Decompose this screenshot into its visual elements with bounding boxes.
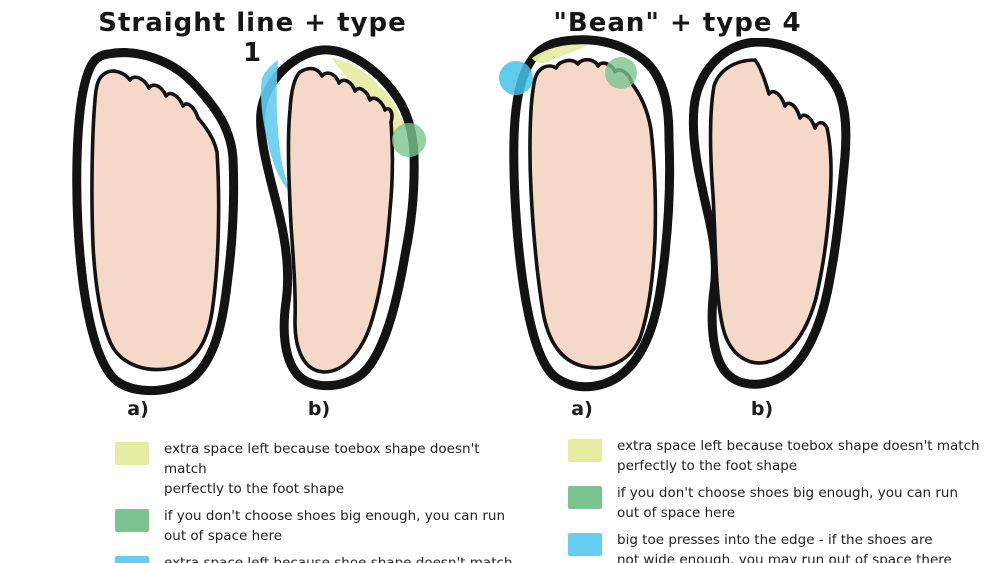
legend-text: if you don't choose shoes big enough, yo… bbox=[164, 508, 506, 544]
legend-bean: extra space left because toebox shape do… bbox=[568, 436, 993, 563]
legend-item: extra space left because shoe shape does… bbox=[115, 553, 525, 563]
legend-text: extra space left because toebox shape do… bbox=[617, 438, 980, 474]
legend-item: extra space left because toebox shape do… bbox=[568, 436, 993, 476]
legend-item: if you don't choose shoes big enough, yo… bbox=[115, 506, 525, 546]
green-swatch-icon bbox=[568, 486, 602, 509]
pressure-point-green bbox=[392, 123, 426, 157]
green-swatch-icon bbox=[115, 509, 149, 532]
foot-diagram-bean-b bbox=[688, 38, 851, 389]
legend-text: big toe presses into the edge - if the s… bbox=[617, 532, 952, 563]
foot-diagram-bean-a bbox=[499, 35, 675, 392]
legend-straight-line: extra space left because toebox shape do… bbox=[115, 439, 525, 563]
legend-text: if you don't choose shoes big enough, yo… bbox=[617, 485, 959, 521]
blue-swatch-icon bbox=[568, 533, 602, 556]
legend-text: extra space left because shoe shape does… bbox=[164, 555, 513, 563]
foot-label-straight-b: b) bbox=[307, 398, 331, 420]
highlight-toebox-gap-yellow bbox=[532, 44, 588, 64]
legend-item: extra space left because toebox shape do… bbox=[115, 439, 525, 499]
legend-item: if you don't choose shoes big enough, yo… bbox=[568, 483, 993, 523]
foot-diagram-straight-a bbox=[72, 48, 239, 396]
foot-diagram-straight-b bbox=[256, 45, 426, 391]
foot-label-bean-b: b) bbox=[750, 398, 774, 420]
pressure-point-green bbox=[605, 57, 637, 89]
section-title-straight-line: Straight line + type 1 bbox=[98, 8, 407, 68]
blue-swatch-icon bbox=[115, 556, 149, 563]
foot-shape bbox=[708, 58, 833, 365]
pressure-point-blue bbox=[499, 61, 533, 95]
highlight-extra-space-blue bbox=[260, 60, 290, 192]
foot-shape bbox=[286, 66, 395, 374]
foot-label-bean-a: a) bbox=[571, 398, 593, 420]
yellow-swatch-icon bbox=[115, 442, 149, 465]
foot-shape bbox=[90, 69, 221, 372]
section-title-bean: "Bean" + type 4 bbox=[553, 8, 802, 38]
yellow-swatch-icon bbox=[568, 439, 602, 462]
legend-text: extra space left because toebox shape do… bbox=[164, 441, 480, 497]
foot-label-straight-a: a) bbox=[127, 398, 149, 420]
foot-shape bbox=[528, 57, 658, 370]
legend-item: big toe presses into the edge - if the s… bbox=[568, 530, 993, 563]
